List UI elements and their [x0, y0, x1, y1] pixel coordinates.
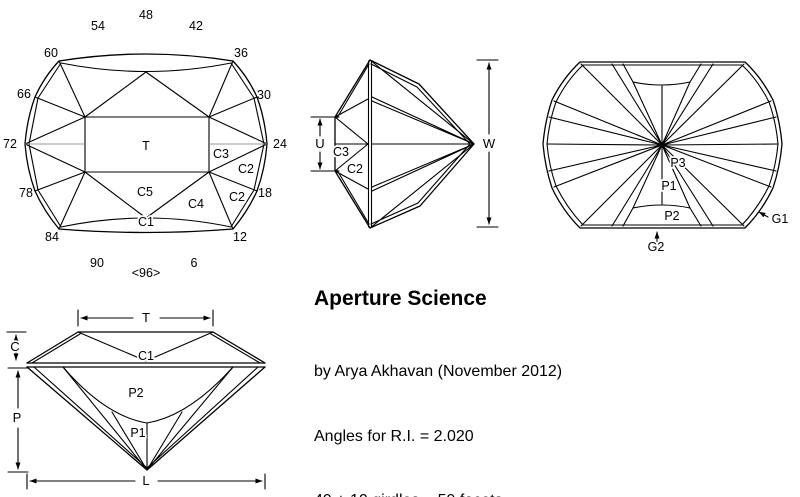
crown-index-84: 84: [45, 230, 59, 244]
profile-girdle-lines: [26, 362, 266, 368]
design-title: Aperture Science: [314, 287, 487, 310]
crown-facet-label-c1: C1: [138, 215, 154, 229]
t-dimension-label: T: [142, 310, 150, 325]
g1-girdle-arrow: [758, 211, 769, 218]
profile-crown-slopes-inner: [31, 333, 261, 364]
crown-facet-label-c4: C4: [188, 197, 204, 211]
crown-index-48: 48: [139, 8, 153, 22]
design-byline: by Arya Akhavan (November 2012): [314, 363, 563, 380]
g1-girdle-label: G1: [772, 212, 789, 226]
l-dimension-ticks: [26, 473, 266, 490]
p-dimension-label: P: [13, 410, 22, 425]
crown-facet-label-table: T: [142, 139, 150, 153]
c-dimension-label: C: [10, 339, 19, 354]
profile-p2-bowl-edge: [62, 366, 234, 424]
side-outline: [334, 59, 475, 229]
t-dimension-ticks: [77, 309, 214, 327]
side-facet-label-c2: C2: [347, 162, 363, 176]
crown-facet-lines: [24, 60, 268, 230]
pavilion-facet-label-p1: P1: [661, 179, 676, 193]
profile-view: T C P L C1 P2 P1: [6, 308, 266, 490]
u-dimension-ticks: [310, 116, 340, 172]
profile-pavilion-inner-lines: [33, 366, 259, 471]
pavilion-facet-label-p3: P3: [670, 156, 685, 170]
crown-index-24: 24: [273, 137, 287, 151]
w-dimension-label: W: [483, 136, 496, 151]
profile-crown-slopes: [26, 331, 266, 364]
crown-index-36: 36: [234, 46, 248, 60]
crown-index-12: 12: [233, 230, 247, 244]
p-dimension-ticks: [7, 367, 29, 473]
crown-index-6: 6: [191, 256, 198, 270]
crown-facet-label-c5: C5: [137, 185, 153, 199]
crown-index-42: 42: [189, 19, 203, 33]
side-left-facet-lines: [334, 98, 369, 190]
spec-angles: Angles for R.I. = 2.020: [314, 427, 474, 445]
design-info-block: Aperture Science by Arya Akhavan (Novemb…: [314, 288, 595, 497]
side-outline-inner-left: [336, 63, 370, 225]
pavilion-bowl-edges: [622, 63, 702, 227]
crown-facet-label-c3: C3: [213, 147, 229, 161]
pavilion-star-rays: [546, 63, 779, 227]
side-view: U W C3 C2: [310, 59, 499, 229]
g2-girdle-label: G2: [648, 240, 665, 254]
crown-index-54: 54: [91, 19, 105, 33]
crown-index-30: 30: [257, 88, 271, 102]
profile-pavilion-outline: [26, 366, 266, 471]
crown-index-78: 78: [19, 186, 33, 200]
crown-index-96: <96>: [132, 266, 161, 280]
crown-index-18: 18: [258, 186, 272, 200]
pavilion-girdle-outline-inner: [546, 64, 779, 226]
profile-p1-facet-lines: [111, 411, 183, 471]
crown-view: 48 54 42 60 36 66 30 72 24 78 18 84 12 9…: [3, 8, 287, 280]
crown-index-60: 60: [44, 46, 58, 60]
side-facet-label-c3: C3: [333, 145, 349, 159]
profile-facet-label-p2: P2: [128, 386, 143, 400]
spec-facet-count: 49 + 10 girdles = 59 facets: [314, 490, 595, 497]
profile-facet-label-p1: P1: [130, 426, 145, 440]
l-dimension-label: L: [142, 473, 149, 488]
crown-facet-label-c2-upper: C2: [238, 162, 254, 176]
pavilion-girdle-outline-outer: [542, 61, 783, 229]
profile-facet-label-c1: C1: [138, 349, 154, 363]
crown-index-72: 72: [3, 137, 17, 151]
crown-index-90: 90: [90, 256, 104, 270]
side-right-facet-rays: [369, 59, 475, 229]
crown-girdle-outline-inner: [28, 62, 265, 228]
crown-index-66: 66: [17, 87, 31, 101]
pavilion-facet-label-p2: P2: [664, 209, 679, 223]
u-dimension-label: U: [315, 136, 324, 151]
profile-c1-facet-lines: [77, 331, 214, 362]
side-girdle-verticals: [367, 60, 373, 228]
pavilion-view: P3 P1 P2 G1 G2: [542, 61, 790, 256]
w-dimension-ticks: [476, 59, 499, 228]
crown-facet-label-c2-lower: C2: [229, 190, 245, 204]
